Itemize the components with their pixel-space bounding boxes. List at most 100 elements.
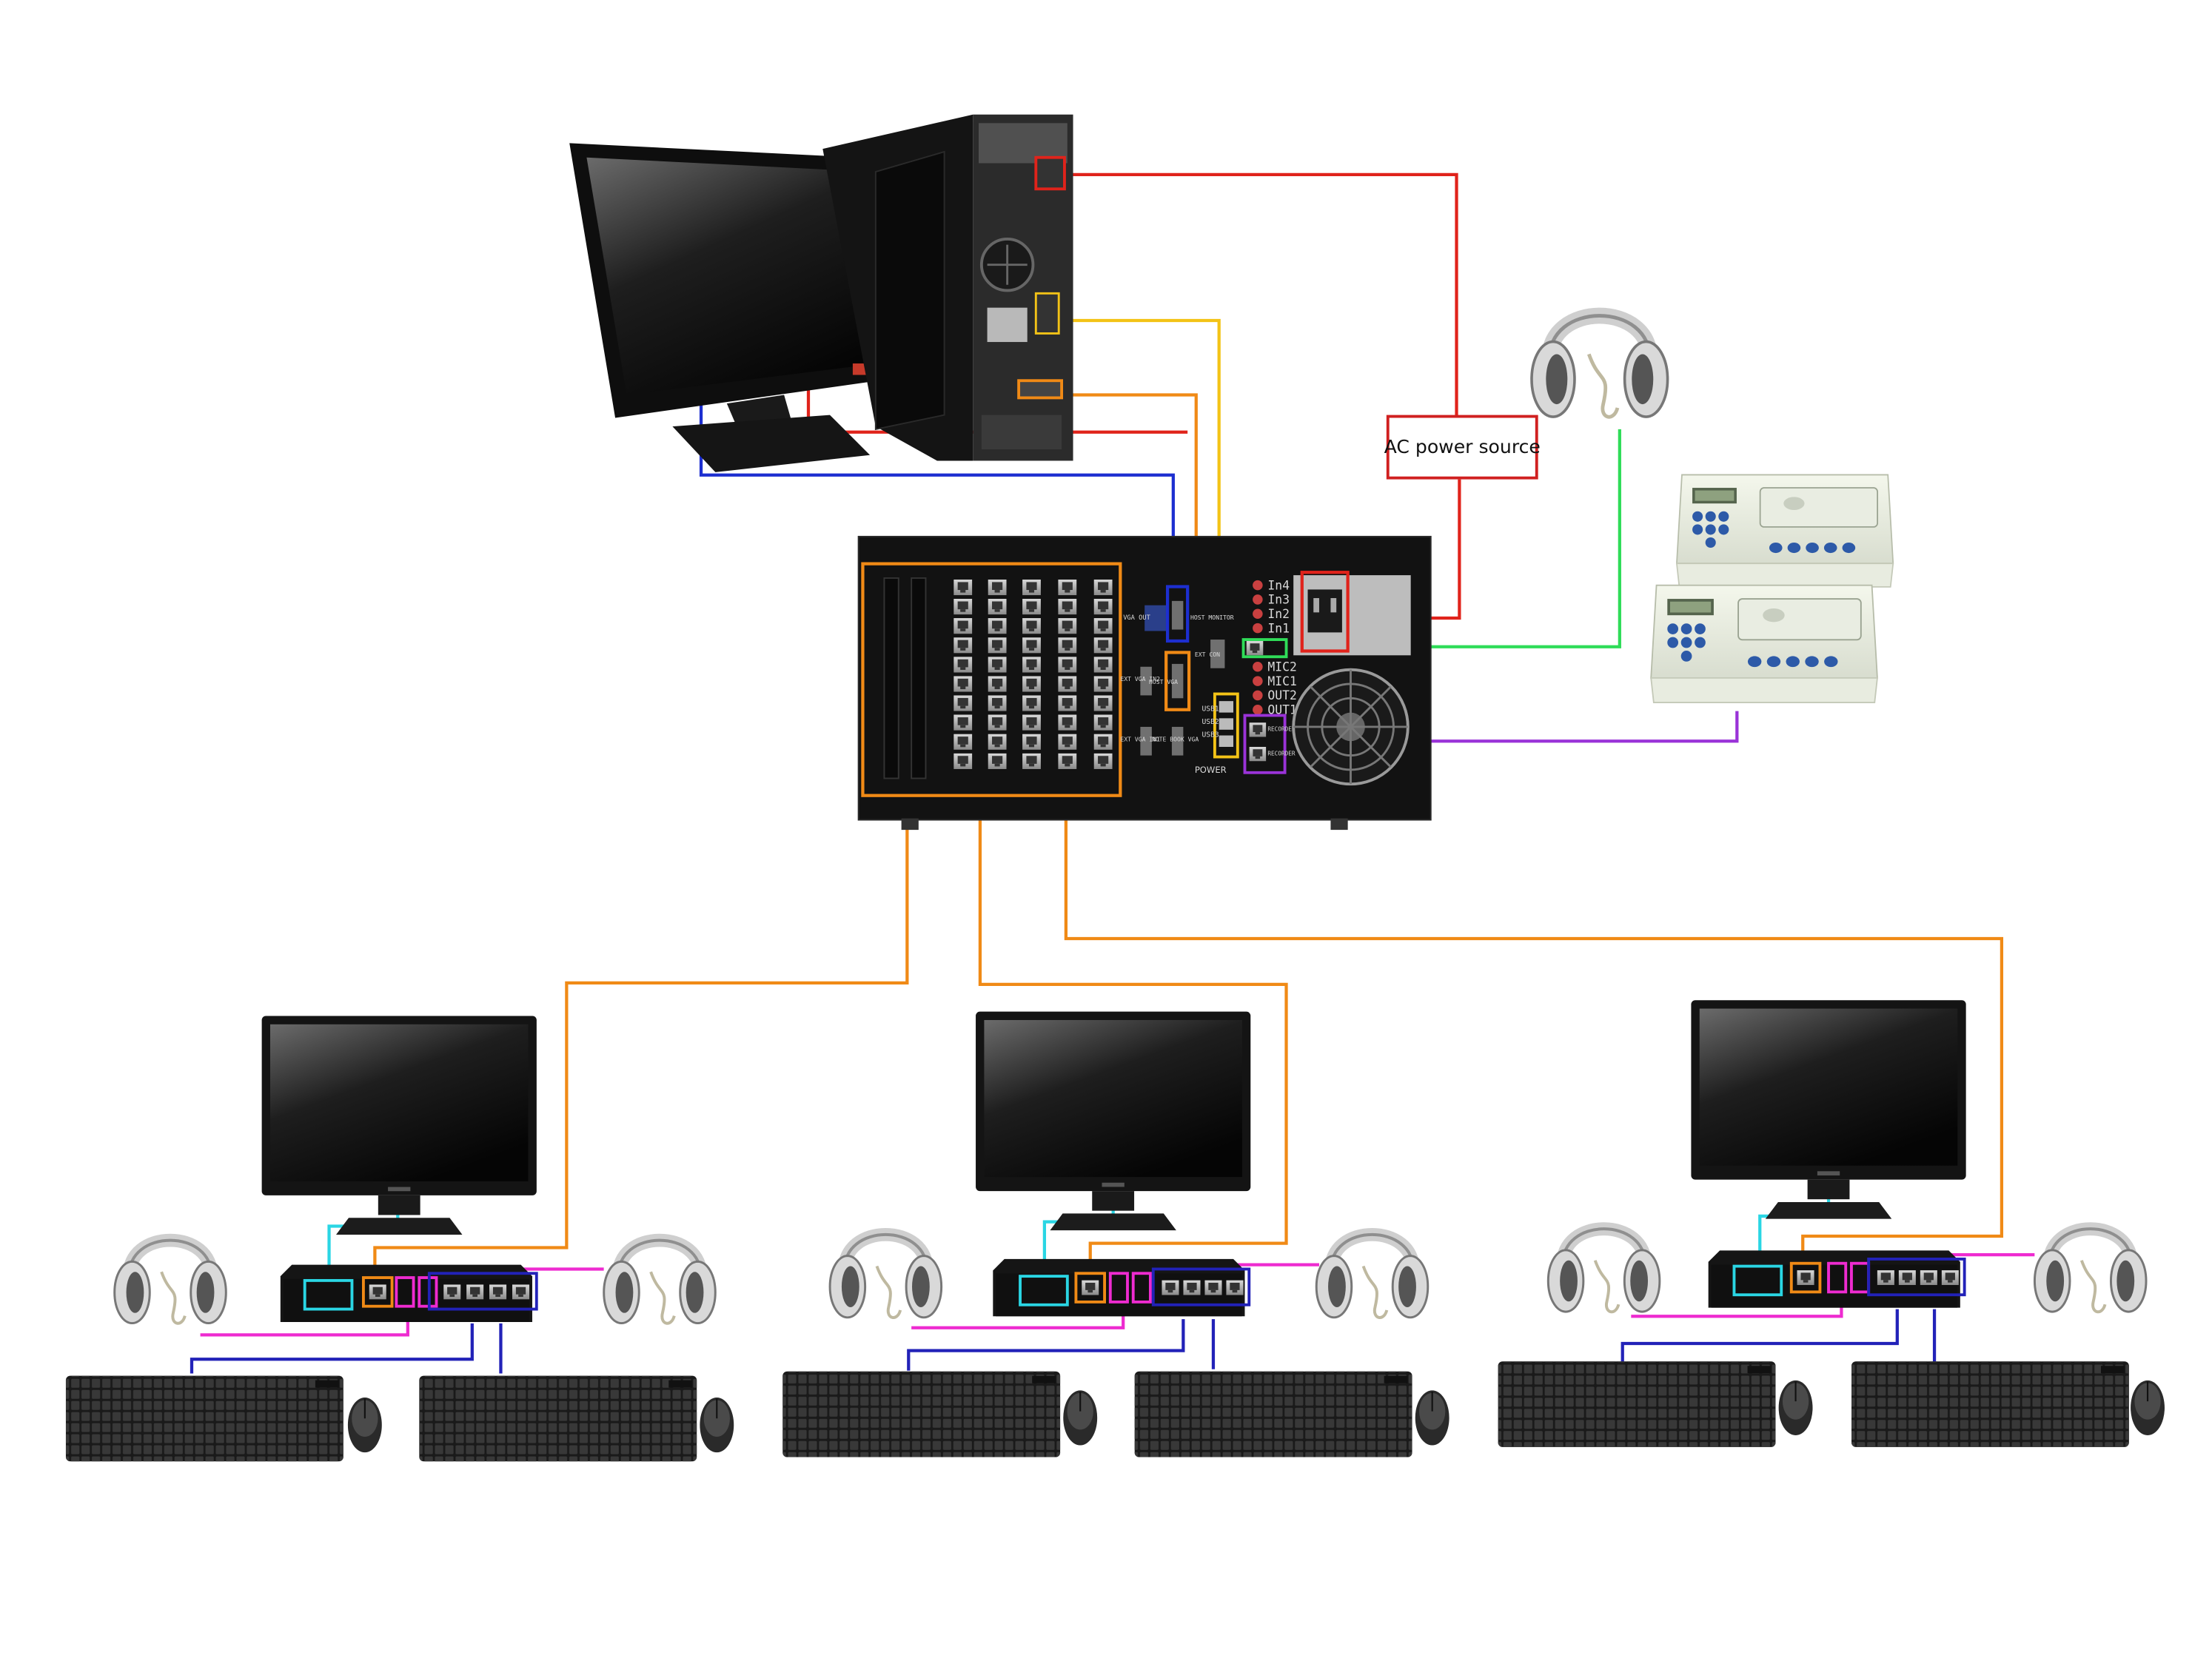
network-port [1022, 579, 1041, 596]
tower-pc-icon [822, 114, 1073, 461]
port-usb3: USB3 [1201, 731, 1219, 739]
network-port [1093, 657, 1113, 673]
network-port [1058, 753, 1077, 769]
ac-power-source: AC power source [1384, 415, 1541, 480]
network-port [1058, 734, 1077, 750]
network-port [1797, 1270, 1814, 1285]
hub-icon: In4 In3 In2 In1 MIC2 MIC1 OUT2 OUT1 USB1… [857, 535, 1432, 831]
recorder-port-2 [1249, 747, 1267, 762]
student-station-2 [782, 1011, 1450, 1457]
keyboard-icon [419, 1375, 697, 1462]
recorder-cable [1284, 711, 1739, 743]
keyboard-icon [1851, 1361, 2129, 1447]
usb-port [1204, 1280, 1222, 1295]
network-port [1093, 734, 1113, 750]
port-in2: In2 [1267, 607, 1290, 621]
network-port [1058, 618, 1077, 634]
mouse-icon [699, 1396, 735, 1454]
headset-icon [1316, 1235, 1428, 1318]
s3-kb-left [1621, 1309, 1899, 1363]
network-port [1022, 676, 1041, 692]
port-in4: In4 [1267, 578, 1290, 592]
mouse-icon [346, 1396, 383, 1454]
keyboard-icon [782, 1371, 1061, 1457]
network-port [1022, 618, 1041, 634]
network-port [1022, 637, 1041, 654]
headset-icon [1532, 316, 1668, 417]
keyboard-icon [1498, 1361, 1776, 1447]
teacher-monitor [569, 143, 919, 472]
mouse-icon [1777, 1379, 1814, 1437]
network-port [988, 657, 1007, 673]
network-port [1058, 579, 1077, 596]
network-port [953, 753, 973, 769]
network-port [953, 637, 973, 654]
network-port [1022, 598, 1041, 615]
network-port [953, 657, 973, 673]
usb-port [1183, 1280, 1201, 1295]
network-port [988, 714, 1007, 731]
student-station-3 [1498, 1000, 2166, 1447]
network-port [1058, 598, 1077, 615]
student-link-3 [1064, 801, 2004, 1267]
monitor-icon [1691, 1000, 1966, 1219]
port-mic1: MIC1 [1267, 674, 1297, 688]
port-vga-out: VGA OUT [1123, 614, 1150, 622]
usb-port [1898, 1270, 1916, 1285]
network-port [1093, 714, 1113, 731]
network-port [1093, 676, 1113, 692]
mouse-icon [2129, 1379, 2166, 1437]
network-port [988, 598, 1007, 615]
keyboard-icon [1134, 1371, 1412, 1457]
port-in3: In3 [1267, 593, 1290, 607]
port-in1: In1 [1267, 621, 1290, 635]
network-port [1093, 753, 1113, 769]
usb-port [489, 1284, 507, 1300]
headset-icon [604, 1241, 716, 1324]
network-port [1058, 637, 1077, 654]
network-port [988, 695, 1007, 711]
network-port [369, 1284, 386, 1300]
network-port [1093, 598, 1113, 615]
port-out2: OUT2 [1267, 688, 1297, 702]
power-label: POWER [1195, 765, 1227, 775]
network-port [988, 579, 1007, 596]
network-port [953, 579, 973, 596]
network-port [1093, 618, 1113, 634]
port-out1: OUT1 [1267, 703, 1297, 717]
network-port [988, 676, 1007, 692]
network-port [1022, 657, 1041, 673]
network-port [1058, 714, 1077, 731]
network-port [1022, 734, 1041, 750]
usb-port [466, 1284, 484, 1300]
network-port [953, 714, 973, 731]
network-port [953, 734, 973, 750]
network-port [953, 618, 973, 634]
headset-icon [2034, 1229, 2146, 1312]
usb-port [512, 1284, 530, 1300]
port-ext-vga-in2: EXT VGA IN2 [1120, 675, 1160, 682]
network-port [1058, 676, 1077, 692]
network-port [1093, 695, 1113, 711]
power-cable-tower [1062, 172, 1458, 418]
headset-port [1246, 640, 1264, 656]
port-usb1: USB1 [1201, 705, 1219, 714]
recorder-icon [1650, 584, 1878, 704]
port-host-vga: HOST VGA [1149, 678, 1178, 685]
usb-port [443, 1284, 461, 1300]
student-link-2 [978, 801, 1288, 1278]
s2-kb-left [907, 1319, 1185, 1371]
network-port [1058, 657, 1077, 673]
headset-icon [115, 1241, 227, 1324]
s1-kb-left [190, 1323, 474, 1374]
network-port [988, 618, 1007, 634]
student-station-1 [65, 1016, 735, 1462]
port-notebook-vga: NOTE BOOK VGA [1152, 735, 1199, 742]
network-port [988, 637, 1007, 654]
recorder-port-1 [1249, 722, 1267, 737]
port-ext-con: EXT CON [1195, 651, 1220, 658]
network-port [1093, 637, 1113, 654]
port-recorder-2: RECORDER [1267, 751, 1296, 757]
student-link-1 [373, 801, 909, 1278]
